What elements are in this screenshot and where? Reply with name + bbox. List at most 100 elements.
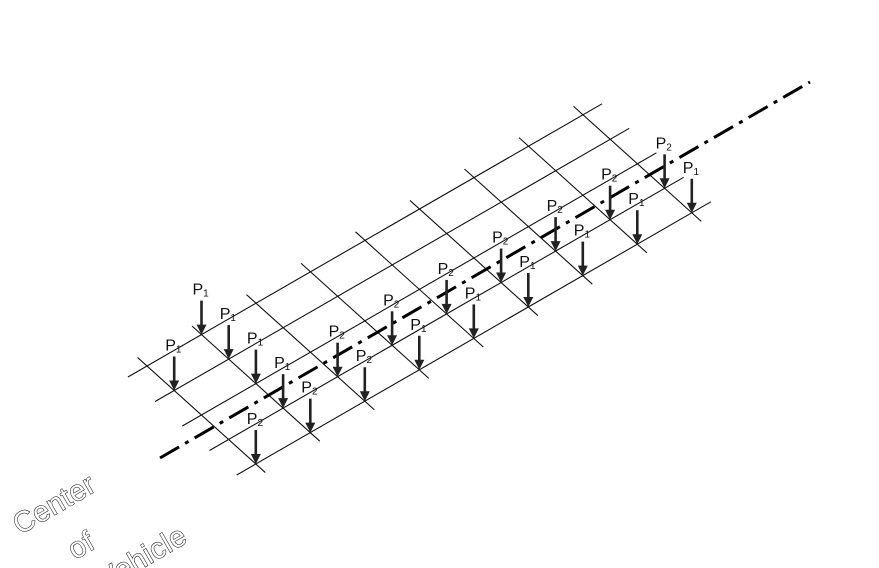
load-arrow-p2: P2 xyxy=(383,292,400,346)
arrow-head xyxy=(414,359,425,370)
arrow-head xyxy=(496,272,507,283)
arrow-head xyxy=(686,202,697,213)
load-arrow-p1: P1 xyxy=(465,285,482,339)
load-label-subscript: 2 xyxy=(257,418,263,429)
load-arrow-p1: P1 xyxy=(519,254,536,307)
load-label-subscript: 2 xyxy=(503,237,509,248)
load-label-p2: P2 xyxy=(492,230,509,248)
load-label-p2: P2 xyxy=(601,167,618,185)
transverse-grid-line xyxy=(464,168,593,285)
load-arrow-p1: P1 xyxy=(628,191,645,245)
load-arrow-p1: P1 xyxy=(410,317,427,370)
caption-line-of: of xyxy=(63,526,101,567)
load-label-subscript: 2 xyxy=(394,299,400,310)
load-label-letter: P xyxy=(465,285,476,302)
arrow-head xyxy=(632,234,643,245)
load-arrow-p1: P1 xyxy=(574,223,591,276)
load-label-p2: P2 xyxy=(438,261,455,279)
load-label-letter: P xyxy=(247,411,258,428)
load-label-p2: P2 xyxy=(329,324,346,342)
caption-line-vehicle: Vehicle xyxy=(93,520,193,568)
arrow-head xyxy=(250,454,261,464)
transverse-grid-line xyxy=(573,105,702,222)
load-label-p1: P1 xyxy=(165,338,182,356)
load-label-subscript: 1 xyxy=(230,313,236,324)
load-arrow-p1: P1 xyxy=(193,282,210,335)
load-arrow-p2: P2 xyxy=(301,380,318,433)
vehicle-centerline xyxy=(159,80,811,460)
load-label-p2: P2 xyxy=(656,135,673,153)
load-label-p2: P2 xyxy=(247,411,264,429)
load-label-p2: P2 xyxy=(301,380,318,398)
load-label-letter: P xyxy=(329,324,340,341)
arrow-head xyxy=(359,391,370,402)
load-label-p1: P1 xyxy=(274,355,291,373)
arrow-head xyxy=(305,422,316,433)
load-label-p1: P1 xyxy=(193,282,210,300)
load-label-subscript: 1 xyxy=(584,230,590,241)
load-label-letter: P xyxy=(301,380,312,397)
load-label-p1: P1 xyxy=(220,306,237,324)
arrow-head xyxy=(441,303,452,314)
transverse-grid-line xyxy=(409,200,539,316)
center-of-vehicle-caption: Center of Vehicle xyxy=(7,468,193,568)
wheel-load-arrows: P1P2P1P1P1P1P2P2P2P2P1P2P1P2P1P2P1P2P1P2… xyxy=(165,135,699,464)
arrow-head xyxy=(223,349,234,360)
load-label-subscript: 1 xyxy=(176,345,182,356)
load-label-p2: P2 xyxy=(547,198,564,216)
load-label-subscript: 1 xyxy=(203,289,209,300)
load-arrow-p2: P2 xyxy=(656,135,673,189)
arrow-head xyxy=(550,241,561,252)
load-arrow-p2: P2 xyxy=(492,230,509,283)
load-label-subscript: 1 xyxy=(530,261,536,272)
load-arrow-p2: P2 xyxy=(247,411,264,464)
load-arrow-p1: P1 xyxy=(247,331,264,384)
load-label-p1: P1 xyxy=(683,160,700,178)
load-label-subscript: 1 xyxy=(285,362,291,373)
load-arrow-p1: P1 xyxy=(274,355,291,409)
load-label-letter: P xyxy=(519,254,530,271)
caption-line-center: Center xyxy=(8,468,102,541)
load-label-letter: P xyxy=(492,230,503,247)
arrow-head xyxy=(250,373,261,384)
deck-grid xyxy=(127,103,712,476)
load-arrow-p1: P1 xyxy=(683,160,700,213)
load-label-subscript: 2 xyxy=(557,205,563,216)
load-label-letter: P xyxy=(547,198,558,215)
arrow-head xyxy=(577,265,588,276)
load-label-letter: P xyxy=(683,160,694,177)
transverse-grid-line xyxy=(246,294,375,411)
transverse-grid-line xyxy=(137,357,266,473)
load-label-p1: P1 xyxy=(410,317,427,335)
load-arrow-p2: P2 xyxy=(601,167,618,220)
load-label-p2: P2 xyxy=(383,292,400,310)
load-label-p1: P1 xyxy=(574,223,591,241)
load-arrow-p2: P2 xyxy=(329,324,346,377)
arrow-head xyxy=(169,380,180,391)
load-label-subscript: 1 xyxy=(421,324,427,335)
transverse-grid-line xyxy=(518,137,648,254)
load-label-subscript: 2 xyxy=(312,387,318,398)
load-label-subscript: 1 xyxy=(693,167,699,178)
load-label-letter: P xyxy=(356,348,367,365)
arrow-head xyxy=(605,209,616,220)
arrow-head xyxy=(196,324,207,335)
load-label-p1: P1 xyxy=(465,285,482,303)
load-arrow-p1: P1 xyxy=(220,306,237,360)
transverse-grid-line xyxy=(355,231,484,348)
load-label-subscript: 2 xyxy=(448,268,454,279)
load-label-letter: P xyxy=(601,167,612,184)
load-label-subscript: 1 xyxy=(258,338,264,349)
load-label-subscript: 1 xyxy=(639,198,645,209)
arrow-head xyxy=(468,328,479,339)
load-label-letter: P xyxy=(438,261,449,278)
arrow-head xyxy=(659,178,670,189)
load-arrow-p2: P2 xyxy=(547,198,564,252)
load-label-subscript: 2 xyxy=(612,174,618,185)
load-label-subscript: 2 xyxy=(366,355,372,366)
load-label-subscript: 2 xyxy=(339,331,345,342)
load-label-letter: P xyxy=(274,355,285,372)
load-label-letter: P xyxy=(656,135,667,152)
load-label-subscript: 1 xyxy=(475,292,481,303)
